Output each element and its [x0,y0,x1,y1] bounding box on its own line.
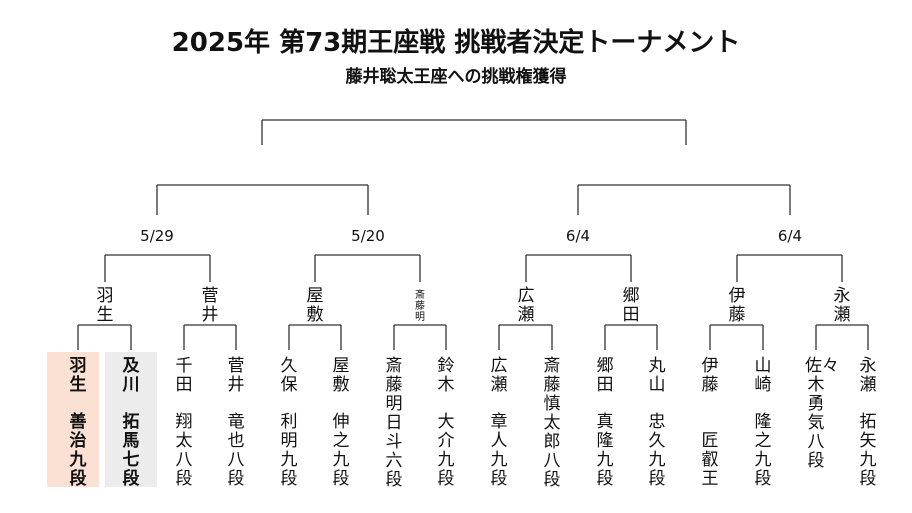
player-given-name: 真隆 [596,412,614,451]
semifinalist: 菅井 [201,286,219,325]
player-given-name: 大介 [437,412,455,451]
bracket-title: 2025年 第73期王座戦 挑戦者決定トーナメント [171,28,741,58]
match-date: 6/4 [777,227,803,245]
semifinalist: 広瀬 [517,286,535,325]
player-rank: 九段 [280,450,298,489]
match-date: 5/20 [351,227,385,245]
player-given-name: 忠久 [648,412,666,451]
player-full-name: 斎藤慎太郎八段 [543,356,561,490]
player-rank: 八段 [227,450,245,489]
player-given-name: 善治 [69,412,87,451]
player-rank: 七段 [122,450,140,489]
player-given-name: 隆之 [754,412,772,451]
player-given-name: 伸之 [332,412,350,451]
player-rank: 九段 [69,450,87,489]
player-rank: 九段 [754,450,772,489]
semifinalist: 永瀬 [833,286,851,325]
bracket-subtitle: 藤井聡太王座への挑戦権獲得 [345,67,567,87]
semifinalist: 屋敷 [306,286,324,325]
player-surname: 屋敷 [332,356,350,395]
player-rank: 九段 [596,450,614,489]
semifinalist: 斎藤明 [415,290,425,323]
semifinalist: 伊藤 [728,286,746,325]
player-rank: 九段 [648,450,666,489]
player-surname: 山崎 [754,356,772,395]
semifinalist: 郷田 [622,286,640,325]
player-surname: 鈴木 [437,356,455,395]
player-rank: 九段 [490,450,508,489]
player-surname: 広瀬 [490,356,508,395]
player-rank: 九段 [437,450,455,489]
player-rank: 叡王 [701,450,719,489]
player-given-name: 竜也 [227,412,245,451]
player-full-name: 斎藤明日斗六段 [385,356,403,490]
player-given-name: 匠 [701,431,719,451]
player-given-name: 拓矢 [859,412,877,451]
player-full-name: 佐々木勇気八段 [805,356,839,471]
player-surname: 永瀬 [859,356,877,395]
player-surname: 伊藤 [701,356,719,395]
player-rank: 九段 [859,450,877,489]
match-date: 6/4 [565,227,591,245]
player-surname: 及川 [122,356,140,395]
winner-highlight [47,352,99,487]
match-date: 5/29 [140,227,174,245]
player-surname: 郷田 [596,356,614,395]
player-surname: 菅井 [227,356,245,395]
player-rank: 九段 [332,450,350,489]
runner-up-highlight [105,352,157,487]
player-given-name: 拓馬 [122,412,140,451]
player-rank: 八段 [175,450,193,489]
semifinalist: 羽生 [96,286,114,325]
player-given-name: 翔太 [175,412,193,451]
player-given-name: 章人 [490,412,508,451]
player-surname: 久保 [280,356,298,395]
player-surname: 千田 [175,356,193,395]
player-surname: 羽生 [69,356,87,395]
player-surname: 丸山 [648,356,666,395]
player-given-name: 利明 [280,412,298,451]
